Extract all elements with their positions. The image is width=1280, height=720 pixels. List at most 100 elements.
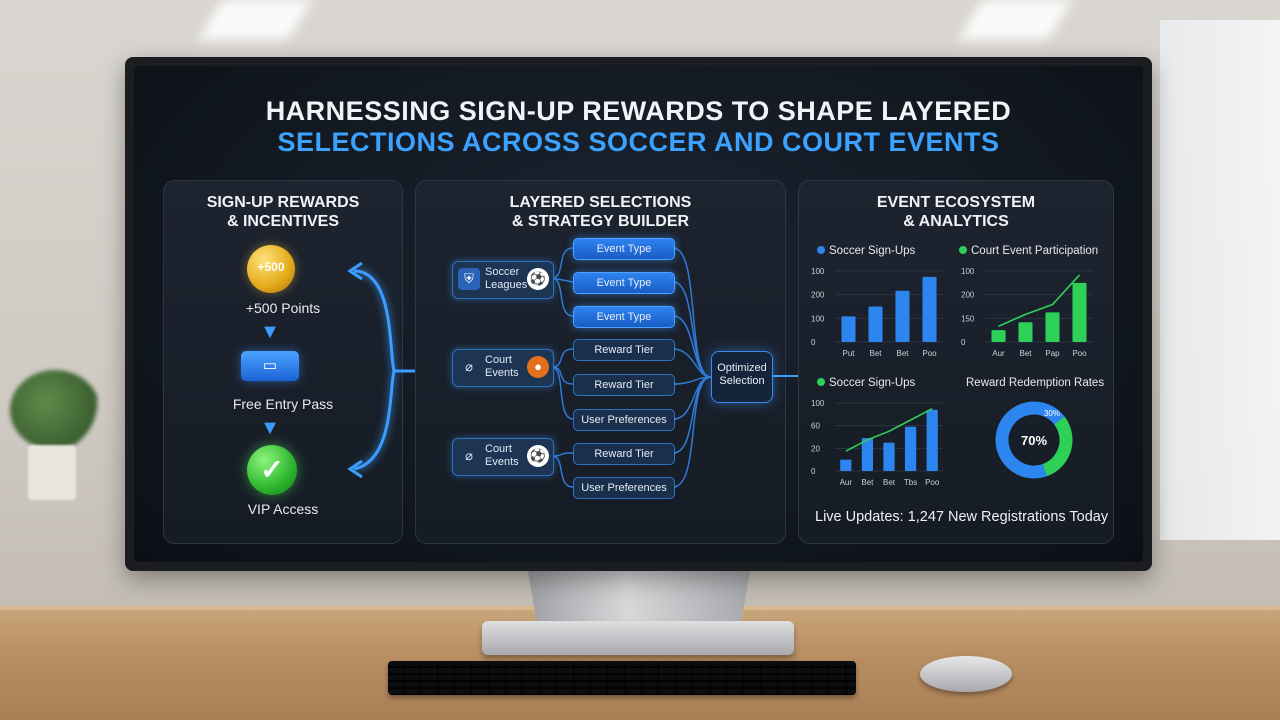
bar [1045, 312, 1060, 342]
x-tick-label: Poo [922, 349, 937, 358]
x-tick-label: Poo [1072, 349, 1087, 358]
event-label: Court Events [485, 443, 519, 469]
rewards-title-line-1: SIGN-UP REWARDS [206, 194, 360, 211]
event-label: Court Events [485, 354, 519, 380]
y-tick-label: 0 [811, 338, 816, 347]
chart4-header: Reward Redemption Rates [966, 377, 1104, 389]
optimized-line-1: Optimized [717, 362, 767, 374]
y-tick-label: 60 [811, 422, 820, 431]
bar [922, 276, 937, 342]
donut-slice [995, 401, 1073, 479]
node-event-type[interactable]: Event Type [573, 238, 675, 260]
soccer-ball-icon: ⚽ [527, 445, 549, 467]
event-label-line-1: Court [485, 354, 512, 366]
event-label-line-1: Court [485, 443, 512, 455]
chart2-title: Court Event Participation [971, 245, 1099, 257]
dashboard-screen: HARNESSING SIGN-UP REWARDS TO SHAPE LAYE… [134, 66, 1143, 562]
monitor: HARNESSING SIGN-UP REWARDS TO SHAPE LAYE… [125, 57, 1152, 571]
x-tick-label: Bet [883, 478, 896, 487]
arrow-down-icon: ▼ [260, 321, 280, 343]
event-label-line-2: Leagues [485, 279, 528, 291]
donut-label-main: 70% [1021, 433, 1047, 448]
y-tick-label: 0 [811, 467, 816, 476]
chart3-header: Soccer Sign-Ups [817, 377, 915, 389]
node-reward-tier[interactable]: Reward Tier [573, 443, 675, 465]
bar [840, 459, 852, 471]
x-tick-label: Pap [1045, 349, 1060, 358]
donut-label-secondary: 30% [1044, 409, 1060, 418]
bar [991, 330, 1006, 342]
live-updates-text: Live Updates: 1,247 New Registrations To… [815, 509, 1109, 525]
event-card-court-events-2[interactable]: ⌀ Court Events ⚽ [452, 438, 554, 476]
tennis-racket-icon: ⌀ [465, 359, 473, 374]
node-reward-tier[interactable]: Reward Tier [573, 374, 675, 396]
x-tick-label: Aur [840, 478, 853, 487]
x-tick-label: Tbs [904, 478, 917, 487]
reward-redemption-donut: 70% 30% [995, 401, 1073, 479]
legend-dot-blue [817, 246, 825, 254]
y-tick-label: 0 [961, 338, 966, 347]
coin-icon[interactable]: +500 [247, 245, 295, 293]
strategy-panel: LAYERED SELECTIONS & STRATEGY BUILDER [415, 180, 786, 544]
optimized-line-2: Selection [719, 375, 765, 387]
x-tick-label: Bet [1019, 349, 1032, 358]
page-title: HARNESSING SIGN-UP REWARDS TO SHAPE LAYE… [134, 96, 1143, 158]
pass-label: Free Entry Pass [232, 396, 334, 412]
event-card-court-events[interactable]: ⌀ Court Events ● [452, 349, 554, 387]
arrow-down-icon: ▼ [260, 417, 280, 439]
bar [861, 438, 874, 471]
bar [1072, 282, 1087, 342]
bar [904, 426, 917, 471]
strategy-title-line-1: LAYERED SELECTIONS [509, 194, 692, 211]
x-tick-label: Bet [861, 478, 874, 487]
checkmark-icon[interactable]: ✓ [247, 445, 297, 495]
x-tick-label: Bet [869, 349, 882, 358]
rewards-title-line-2: & INCENTIVES [226, 213, 339, 230]
node-event-type[interactable]: Event Type [573, 272, 675, 294]
x-tick-label: Poo [925, 478, 940, 487]
monitor-stand [528, 571, 750, 623]
node-event-type[interactable]: Event Type [573, 306, 675, 328]
background-window [1160, 20, 1280, 540]
event-card-soccer-leagues[interactable]: ⛨ Soccer Leagues ⚽ [452, 261, 554, 299]
bar [895, 290, 910, 342]
bar [868, 306, 883, 342]
y-tick-label: 20 [811, 444, 820, 453]
y-tick-label: 200 [961, 291, 975, 300]
plant-pot [28, 445, 76, 500]
chart4-title: Reward Redemption Rates [966, 377, 1105, 389]
title-line-1: HARNESSING SIGN-UP REWARDS TO SHAPE LAYE… [265, 96, 1012, 126]
bar [841, 316, 856, 342]
trend-line [998, 274, 1081, 327]
coin-text: +500 [257, 260, 285, 274]
shield-icon: ⛨ [458, 268, 480, 290]
bar [1018, 322, 1033, 342]
event-label-line-2: Events [485, 367, 519, 379]
y-tick-label: 100 [811, 314, 825, 323]
legend-dot-green [817, 378, 825, 386]
x-tick-label: Put [842, 349, 855, 358]
y-tick-label: 100 [811, 267, 825, 276]
strategy-title-line-2: & STRATEGY BUILDER [511, 213, 690, 230]
analytics-title-line-2: & ANALYTICS [903, 213, 1009, 230]
analytics-title-line-1: EVENT ECOSYSTEM [876, 194, 1036, 211]
optimized-selection-node[interactable]: Optimized Selection [711, 351, 773, 403]
tennis-racket-icon: ⌀ [465, 448, 473, 463]
node-user-preferences[interactable]: User Preferences [573, 409, 675, 431]
node-reward-tier[interactable]: Reward Tier [573, 339, 675, 361]
keyboard [388, 661, 856, 695]
rewards-panel-title: SIGN-UP REWARDS & INCENTIVES [164, 193, 402, 231]
analytics-panel-title: EVENT ECOSYSTEM & ANALYTICS [799, 193, 1113, 231]
chart2-header: Court Event Participation [959, 245, 1098, 257]
ceiling-light [958, 0, 1072, 40]
bar [926, 409, 938, 471]
monitor-base [482, 621, 794, 655]
chart1-title: Soccer Sign-Ups [829, 245, 916, 257]
node-user-preferences[interactable]: User Preferences [573, 477, 675, 499]
points-label: +500 Points [245, 300, 321, 316]
ticket-pass-icon[interactable]: ▭ [241, 351, 299, 381]
soccer-ball-icon: ⚽ [527, 268, 549, 290]
analytics-panel: EVENT ECOSYSTEM & ANALYTICS Soccer Sign-… [798, 180, 1114, 544]
event-label-line-2: Events [485, 456, 519, 468]
vip-label: VIP Access [247, 501, 319, 517]
